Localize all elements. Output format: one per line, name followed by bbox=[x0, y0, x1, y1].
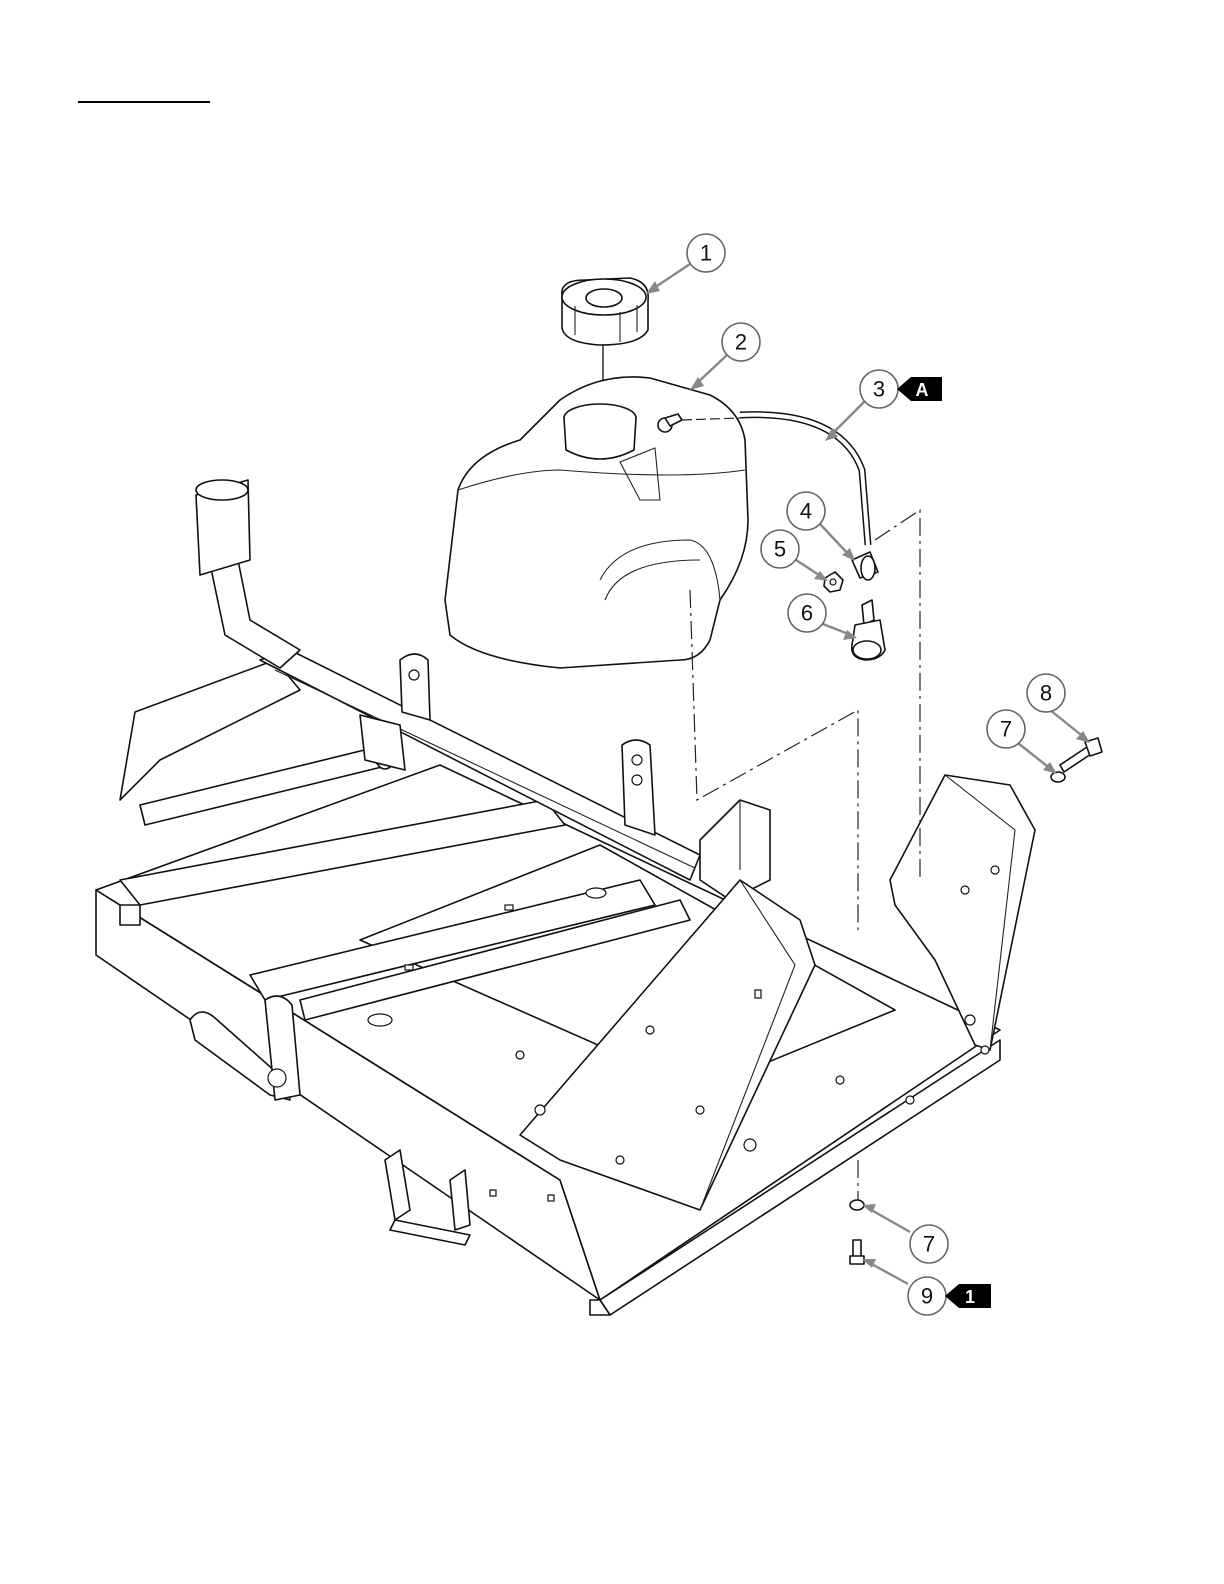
callout-6: 6 bbox=[788, 594, 826, 632]
callout-7-upper: 7 bbox=[987, 710, 1025, 748]
callout-4: 4 bbox=[787, 492, 825, 530]
upper-washer bbox=[1051, 772, 1065, 782]
callout-3-flag-label: A bbox=[916, 380, 929, 400]
callout-3-label: 3 bbox=[873, 377, 885, 402]
callout-2-label: 2 bbox=[735, 330, 747, 355]
callout-5-label: 5 bbox=[774, 537, 786, 562]
callout-7-lower-label: 7 bbox=[923, 1232, 935, 1257]
callout-7-lower: 7 bbox=[910, 1225, 948, 1263]
callout-5: 5 bbox=[761, 530, 799, 568]
callout-9-flag-label: 1 bbox=[965, 1287, 975, 1307]
callout-8: 8 bbox=[1027, 674, 1065, 712]
callout-1-label: 1 bbox=[700, 241, 712, 266]
callout-7-upper-label: 7 bbox=[1000, 717, 1012, 742]
callout-2: 2 bbox=[722, 323, 760, 361]
hose-clamp bbox=[852, 552, 878, 580]
callout-8-label: 8 bbox=[1040, 681, 1052, 706]
upper-bolt bbox=[1060, 738, 1102, 772]
lower-bolt bbox=[850, 1240, 864, 1264]
hex-nut bbox=[824, 572, 843, 592]
fuel-filter bbox=[852, 600, 885, 660]
callout-6-label: 6 bbox=[801, 601, 813, 626]
callout-4-label: 4 bbox=[800, 499, 812, 524]
callout-9: 9 1 bbox=[908, 1277, 991, 1315]
callout-3: 3 A bbox=[860, 370, 942, 408]
callout-9-label: 9 bbox=[921, 1284, 933, 1309]
fuel-tank bbox=[445, 377, 748, 668]
lower-washer bbox=[850, 1200, 864, 1210]
callout-1: 1 bbox=[687, 234, 725, 272]
